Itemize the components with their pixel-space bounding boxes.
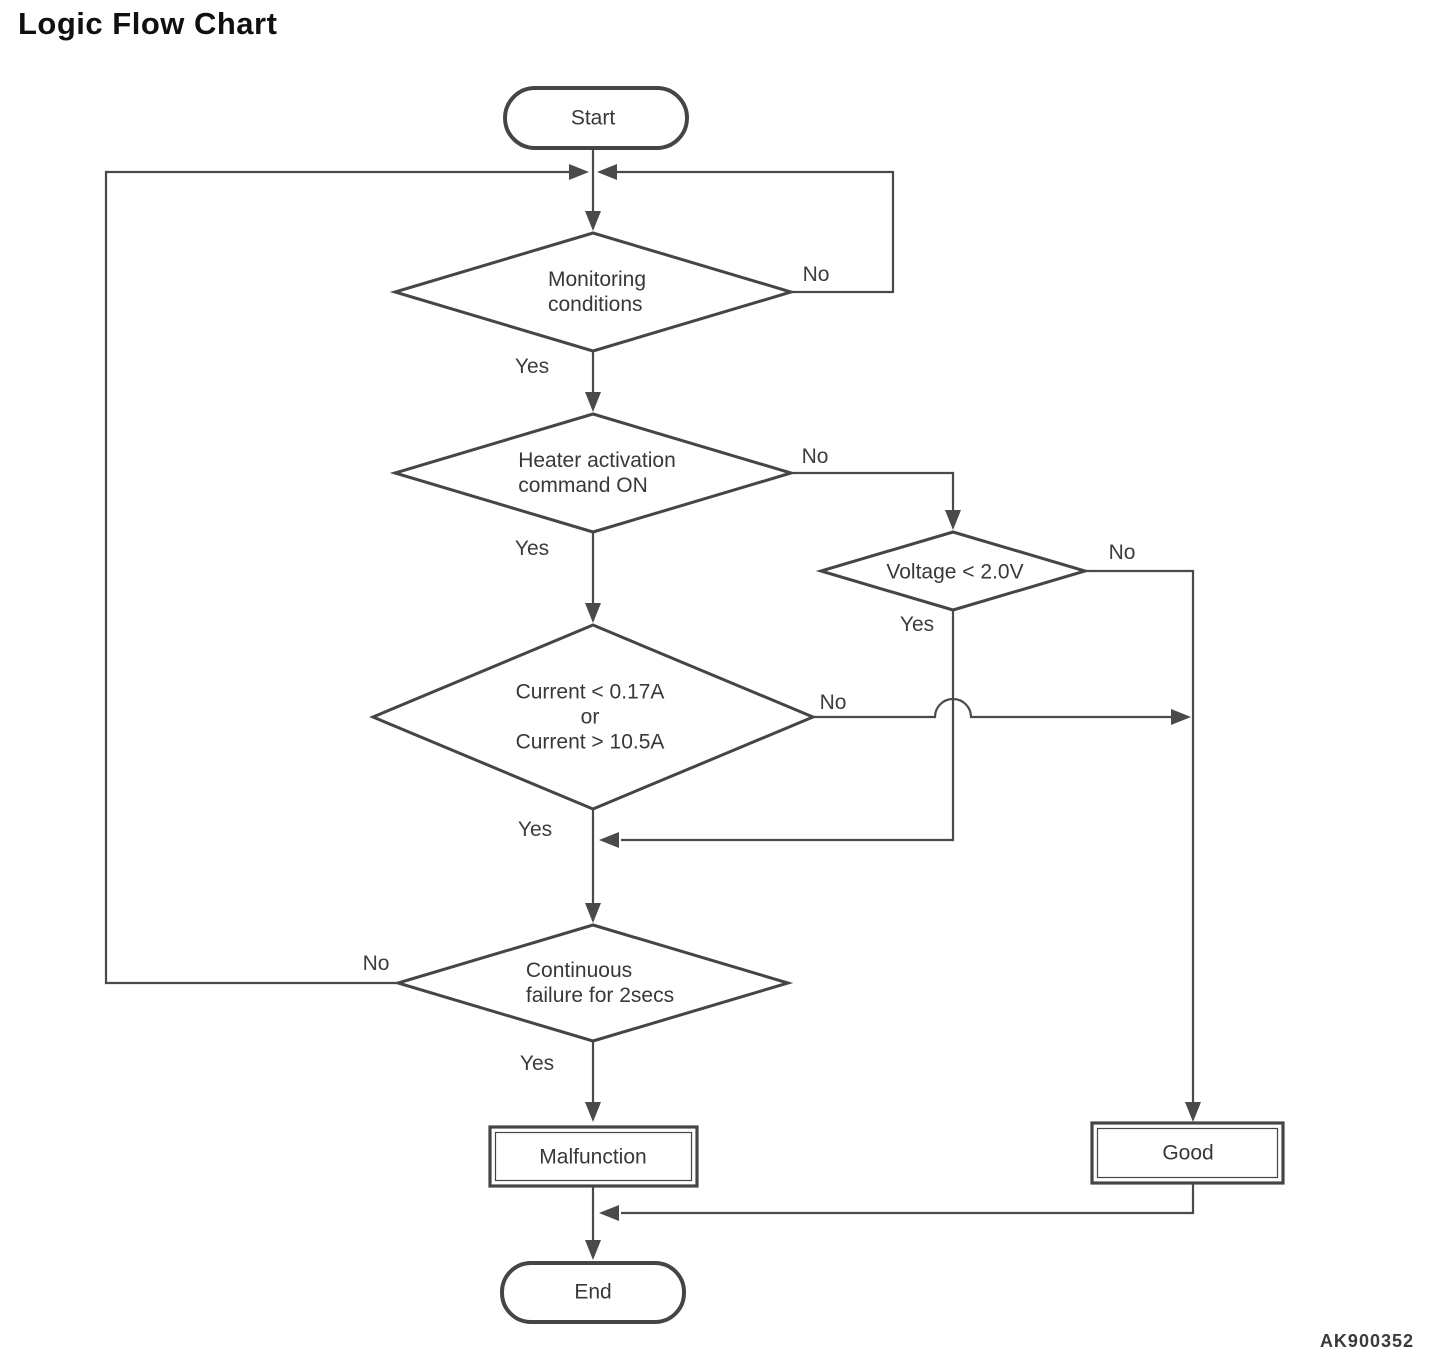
arrowhead-into-current — [585, 603, 601, 623]
arrowhead-good-merge — [599, 1205, 619, 1221]
arrowhead-into-failure — [585, 903, 601, 923]
nodes — [369, 86, 1285, 1324]
arrowhead-into-heater — [585, 392, 601, 412]
malfunction-process-shape — [488, 1125, 699, 1188]
failure-decision-shape — [392, 923, 794, 1043]
current-no-label: No — [819, 691, 847, 714]
good-process-inner-line — [1096, 1127, 1279, 1179]
arrowhead-left-loop-into-junction — [569, 164, 589, 180]
current-label-line3: Current > 10.5A — [515, 730, 665, 754]
arrowhead-current-no-merge — [1171, 709, 1191, 725]
malfunction-label: Malfunction — [539, 1145, 647, 1169]
failure-label-line1: Continuous — [525, 959, 633, 982]
connector-current-no — [813, 697, 1171, 719]
monitoring-yes-label: Yes — [514, 355, 550, 378]
heater-decision-shape — [389, 412, 797, 534]
end-label: End — [574, 1280, 612, 1304]
heater-no-label: No — [801, 445, 829, 468]
page-title: Logic Flow Chart — [18, 6, 278, 41]
heater-yes-label: Yes — [514, 537, 550, 560]
monitoring-no-label: No — [802, 263, 830, 286]
monitoring-decision-shape — [389, 231, 797, 353]
voltage-yes-label: Yes — [899, 613, 935, 636]
start-label: Start — [570, 106, 616, 130]
current-label: Current < 0.17A or Current > 10.5A — [516, 680, 665, 755]
connectors — [104, 148, 1201, 1260]
failure-label-line2: failure for 2secs — [525, 984, 675, 1007]
arrowhead-into-malfunction — [585, 1102, 601, 1122]
connector-voltage-yes — [621, 610, 955, 842]
current-label-line2: or — [580, 705, 600, 729]
connector-good-merge — [621, 1183, 1195, 1215]
voltage-decision-shape — [815, 530, 1091, 612]
monitoring-label: Monitoring conditions — [548, 267, 646, 317]
good-label: Good — [1162, 1141, 1214, 1165]
voltage-label: Voltage < 2.0V — [886, 560, 1024, 584]
heater-label-line2: command ON — [518, 474, 648, 497]
monitoring-label-line2: conditions — [547, 293, 643, 316]
arrowhead-into-end — [585, 1240, 601, 1260]
arrowhead-into-voltage — [945, 510, 961, 530]
current-decision-shape — [369, 623, 817, 811]
current-label-line1: Current < 0.17A — [515, 680, 665, 704]
monitoring-label-line1: Monitoring — [547, 268, 647, 291]
figure-code: AK900352 — [1319, 1331, 1414, 1351]
arrowhead-voltage-yes-merge — [599, 832, 619, 848]
heater-label: Heater activation command ON — [518, 448, 676, 498]
connector-heater-no — [791, 471, 955, 512]
good-process-shape — [1090, 1121, 1285, 1185]
arrowhead-into-monitoring — [585, 211, 601, 231]
connector-voltage-no — [1085, 569, 1195, 1104]
failure-label: Continuous failure for 2secs — [526, 958, 674, 1008]
voltage-no-label: No — [1108, 541, 1136, 564]
current-yes-label: Yes — [517, 818, 553, 841]
arrowhead-into-good — [1185, 1102, 1201, 1122]
connector-monitoring-no-loop — [615, 170, 895, 294]
connector-failure-no-loop — [104, 170, 571, 985]
malfunction-process-inner-line — [494, 1131, 693, 1182]
failure-no-label: No — [362, 952, 390, 975]
arrowhead-right-loop-into-junction — [597, 164, 617, 180]
heater-label-line1: Heater activation — [518, 449, 676, 472]
start-terminator-shape — [503, 86, 689, 150]
end-terminator-shape — [500, 1261, 686, 1324]
failure-yes-label: Yes — [519, 1052, 555, 1075]
